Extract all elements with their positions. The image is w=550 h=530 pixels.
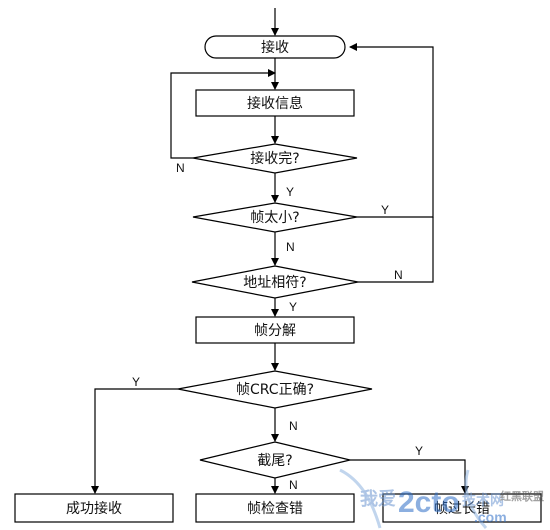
label-done-no: N — [176, 161, 185, 175]
node-receive-done: 接收完? — [192, 143, 358, 174]
watermark-wings-icon — [339, 468, 488, 529]
watermark: 我爱 2cto 技术网 .com 红黑联盟 — [339, 468, 544, 529]
node-frame-check-error: 帧检查错 — [195, 493, 355, 523]
watermark-tag: 红黑联盟 — [500, 489, 544, 503]
watermark-domain: .com — [474, 509, 507, 525]
node-truncated-label: 截尾? — [257, 453, 292, 469]
node-receive-success-label: 成功接收 — [66, 500, 122, 517]
node-address-match: 地址相符? — [191, 265, 359, 299]
node-receive-info-label: 接收信息 — [247, 95, 303, 112]
node-receive-info: 接收信息 — [195, 89, 355, 117]
node-truncated: 截尾? — [199, 441, 351, 479]
node-receive-label: 接收 — [261, 39, 289, 56]
label-small-no: N — [286, 240, 295, 254]
label-small-yes: Y — [381, 203, 389, 217]
watermark-text-left: 我爱 — [360, 489, 396, 509]
node-receive-done-label: 接收完? — [250, 150, 299, 167]
node-receive: 接收 — [204, 35, 346, 59]
label-address-yes: Y — [289, 300, 297, 314]
edge-address-no-back — [358, 217, 434, 283]
watermark-logo: 2cto — [398, 486, 460, 519]
node-address-match-label: 地址相符? — [243, 275, 306, 291]
edge-crc-yes-success — [91, 388, 178, 494]
node-frame-crc-ok: 帧CRC正确? — [177, 370, 373, 409]
watermark-text-right: 技术网 — [462, 492, 504, 508]
label-crc-yes: Y — [132, 375, 140, 389]
label-truncated-no: N — [289, 478, 298, 492]
node-frame-crc-ok-label: 帧CRC正确? — [236, 382, 314, 398]
node-frame-decompose: 帧分解 — [195, 316, 355, 344]
node-receive-success: 成功接收 — [14, 493, 174, 523]
node-frame-too-small-label: 帧太小? — [250, 210, 299, 226]
label-truncated-yes: Y — [415, 444, 423, 458]
label-done-yes: Y — [286, 185, 294, 199]
node-frame-too-small: 帧太小? — [192, 202, 358, 233]
node-frame-decompose-label: 帧分解 — [254, 323, 296, 339]
edge-small-yes-back — [349, 43, 434, 218]
edge-done-no-loop — [170, 69, 276, 159]
label-crc-no: N — [289, 419, 298, 433]
node-frame-check-error-label: 帧检查错 — [247, 501, 303, 517]
label-address-no: N — [394, 268, 403, 282]
